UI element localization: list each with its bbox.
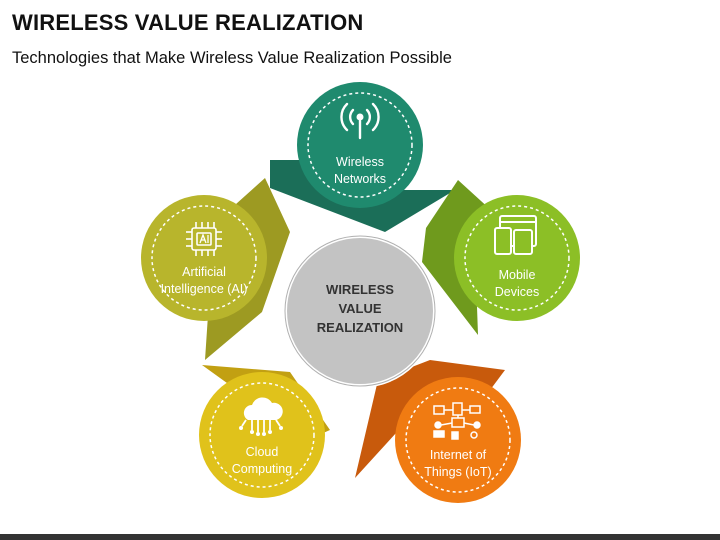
- node-label-line-2: Devices: [495, 285, 539, 299]
- slide-title: WIRELESS VALUE REALIZATION: [12, 10, 364, 35]
- node-cloud-computing: Cloud Computing: [199, 372, 325, 498]
- node-label-line-1: Artificial: [182, 265, 226, 279]
- node-mobile-devices: Mobile Devices: [454, 195, 580, 321]
- node-label-line-2: Intelligence (AI): [161, 282, 248, 296]
- node-label-line-2: Computing: [232, 462, 292, 476]
- node-wireless-networks: Wireless Networks: [297, 82, 423, 208]
- antenna-icon: [340, 102, 380, 140]
- node-label-line-2: Networks: [334, 172, 386, 186]
- center-label-line-1: WIRELESS: [326, 282, 394, 297]
- center-node: WIRELESS VALUE REALIZATION: [283, 234, 437, 388]
- bottom-bar: [0, 534, 720, 540]
- node-artificial-intelligence: Artificial Intelligence (AI): [141, 195, 267, 321]
- mobile-devices-icon: [494, 215, 537, 255]
- ai-chip-icon: [186, 222, 222, 256]
- node-label-line-1: Mobile: [499, 268, 536, 282]
- node-label-line-1: Wireless: [336, 155, 384, 169]
- node-label-line-1: Cloud: [246, 445, 279, 459]
- node-internet-of-things: Internet of Things (IoT): [395, 377, 521, 503]
- center-label-line-3: REALIZATION: [317, 320, 403, 335]
- node-label-line-2: Things (IoT): [424, 465, 491, 479]
- node-label-line-1: Internet of: [430, 448, 487, 462]
- iot-icon: [433, 402, 481, 440]
- cloud-icon: [239, 397, 283, 436]
- center-label-line-2: VALUE: [338, 301, 381, 316]
- slide-subtitle: Technologies that Make Wireless Value Re…: [12, 49, 452, 67]
